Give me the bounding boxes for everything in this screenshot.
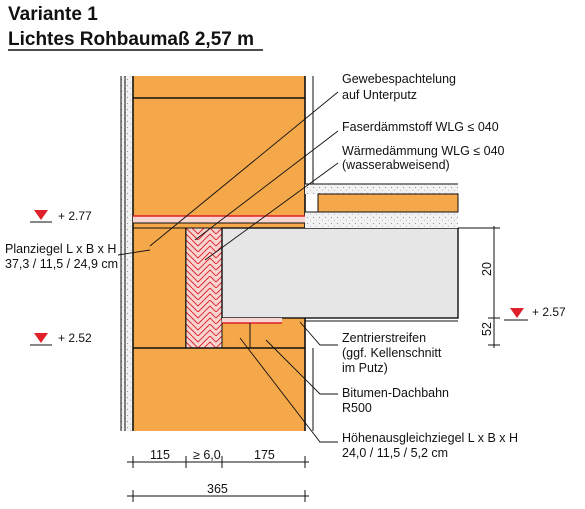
svg-text:Faserdämmstoff WLG ≤ 040: Faserdämmstoff WLG ≤ 040 [342,120,499,134]
leader-lines [117,91,339,443]
right-dimension: 20 52 [458,226,500,348]
label-gewebe: Gewebespachtelung auf Unterputz [342,72,456,102]
dim-365: 365 [207,482,228,496]
title-line-1: Variante 1 [8,4,98,25]
dim-gap: ≥ 6,0 [193,448,221,462]
floor-insulation [317,193,459,213]
svg-text:auf Unterputz: auf Unterputz [342,88,417,102]
bottom-dimension: 115 ≥ 6,0 175 365 [127,448,309,502]
dim-20: 20 [480,262,494,276]
level-marker-right: + 2.57 [504,305,566,321]
svg-text:(ggf. Kellenschnitt: (ggf. Kellenschnitt [342,346,442,360]
svg-text:im Putz): im Putz) [342,361,388,375]
svg-text:Bitumen-Dachbahn: Bitumen-Dachbahn [342,386,449,400]
svg-text:Planziegel L x B x H: Planziegel L x B x H [5,242,116,256]
svg-text:Gewebespachtelung: Gewebespachtelung [342,72,456,86]
level-marker-top: + 2.77 [30,209,92,223]
svg-text:37,3 / 11,5 / 24,9 cm: 37,3 / 11,5 / 24,9 cm [5,257,118,271]
label-waerme: Wärmedämmung WLG ≤ 040 (wasserabweisend) [342,144,505,172]
level-marker-bottom: + 2.52 [30,331,92,346]
svg-text:+ 2.52: + 2.52 [58,331,92,345]
dim-115: 115 [150,448,170,462]
svg-text:Wärmedämmung WLG ≤ 040: Wärmedämmung WLG ≤ 040 [342,144,505,158]
svg-text:+ 2.57: + 2.57 [532,305,566,319]
svg-text:+ 2.77: + 2.77 [58,209,92,223]
floor-screed [305,184,458,194]
floor-layer [305,212,458,228]
svg-text:Höhenausgleichziegel L x B x H: Höhenausgleichziegel L x B x H [342,431,518,445]
label-bitumen: Bitumen-Dachbahn R500 [342,386,449,415]
label-hoehen: Höhenausgleichziegel L x B x H 24,0 / 11… [342,431,518,460]
svg-text:24,0 / 11,5 / 5,2 cm: 24,0 / 11,5 / 5,2 cm [342,446,448,460]
svg-text:Zentrierstreifen: Zentrierstreifen [342,331,426,345]
label-faser: Faserdämmstoff WLG ≤ 040 [342,120,499,134]
svg-text:(wasserabweisend): (wasserabweisend) [342,158,450,172]
bitumen-strip [222,318,282,323]
label-planziegel: Planziegel L x B x H 37,3 / 11,5 / 24,9 … [5,242,118,271]
concrete-slab [221,227,459,319]
dim-52: 52 [480,322,494,336]
dim-175: 175 [254,448,275,462]
label-zentrier: Zentrierstreifen (ggf. Kellenschnitt im … [342,331,442,375]
svg-text:R500: R500 [342,401,372,415]
title-line-2: Lichtes Rohbaumaß 2,57 m [8,29,254,50]
render-mesh-layer [133,216,305,223]
thermal-insulation [185,227,223,349]
